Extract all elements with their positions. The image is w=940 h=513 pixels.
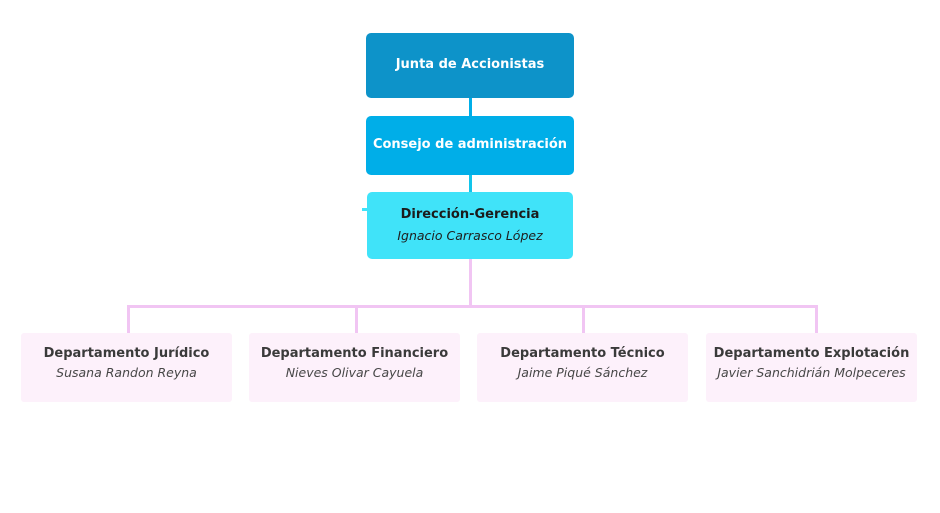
connector-drop-juridico — [127, 305, 130, 333]
org-node-direccion-gerencia[interactable]: Dirección-Gerencia Ignacio Carrasco Lópe… — [367, 192, 573, 259]
org-node-consejo-de-administracion[interactable]: Consejo de administración — [366, 116, 574, 175]
node-title: Departamento Financiero — [260, 346, 449, 361]
node-title: Dirección-Gerencia — [400, 207, 540, 223]
org-node-departamento-tecnico[interactable]: Departamento Técnico Jaime Piqué Sánchez — [477, 333, 688, 402]
node-title: Departamento Técnico — [500, 346, 665, 361]
org-node-departamento-juridico[interactable]: Departamento Jurídico Susana Randon Reyn… — [21, 333, 232, 402]
connector-direccion-branch — [469, 259, 472, 306]
connector-drop-explotacion — [815, 305, 818, 333]
node-title: Departamento Jurídico — [43, 346, 210, 361]
node-person: Ignacio Carrasco López — [397, 227, 543, 243]
node-person: Jaime Piqué Sánchez — [517, 365, 648, 381]
connector-drop-financiero — [355, 305, 358, 333]
node-title: Consejo de administración — [372, 137, 568, 153]
node-person: Nieves Olivar Cayuela — [285, 365, 424, 381]
org-node-departamento-financiero[interactable]: Departamento Financiero Nieves Olivar Ca… — [249, 333, 460, 402]
node-person: Javier Sanchidrián Molpeceres — [717, 365, 906, 381]
org-node-departamento-explotacion[interactable]: Departamento Explotación Javier Sanchidr… — [706, 333, 917, 402]
connector-drop-tecnico — [582, 305, 585, 333]
connector-branch-horizontal — [127, 305, 818, 308]
connector-junta-consejo — [469, 98, 472, 116]
org-node-junta-de-accionistas[interactable]: Junta de Accionistas — [366, 33, 574, 98]
connector-consejo-direccion — [469, 175, 472, 192]
node-title: Departamento Explotación — [713, 346, 910, 361]
direccion-left-stub-mark — [362, 208, 367, 211]
node-title: Junta de Accionistas — [395, 57, 545, 73]
node-person: Susana Randon Reyna — [56, 365, 197, 381]
